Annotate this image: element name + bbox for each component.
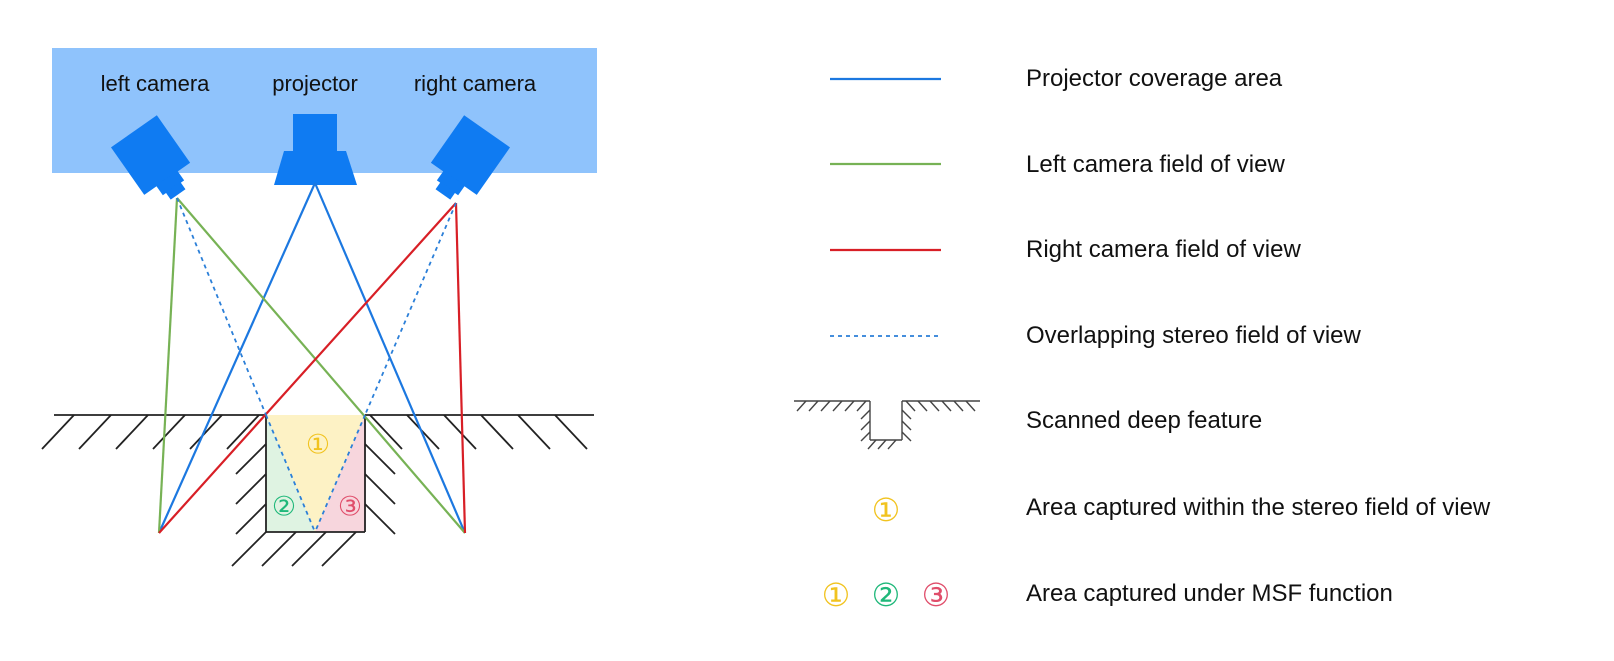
legend-msf-area-3-marker: ③ <box>921 577 951 613</box>
left-camera-icon <box>110 115 191 200</box>
area-2-marker: ② <box>271 491 297 522</box>
legend-stereo-area-label: Area captured within the stereo field of… <box>1026 494 1491 521</box>
area-2-fill <box>266 415 315 532</box>
projector-label: projector <box>272 71 358 96</box>
legend-projector-label: Projector coverage area <box>1026 65 1283 92</box>
right-camera-fov-lines <box>158 202 467 534</box>
projector-icon <box>274 114 357 185</box>
area-1-marker: ① <box>305 429 331 460</box>
right-camera-icon <box>430 115 511 200</box>
left-camera-label: left camera <box>100 71 210 96</box>
legend-left-camera-label: Left camera field of view <box>1026 151 1285 178</box>
legend-overlap-label: Overlapping stereo field of view <box>1026 322 1361 349</box>
legend-msf-area-label: Area captured under MSF function <box>1026 580 1393 607</box>
legend-deep-feature-label: Scanned deep feature <box>1026 407 1263 434</box>
right-camera-label: right camera <box>413 71 537 96</box>
legend-right-camera-label: Right camera field of view <box>1026 236 1301 263</box>
legend-deep-feature-swatch <box>794 400 980 450</box>
ground-surface <box>41 414 594 567</box>
area-1-fill <box>266 415 365 532</box>
area-3-marker: ③ <box>337 491 363 522</box>
overlap-fov-lines <box>176 197 457 533</box>
legend-msf-area-2-marker: ② <box>871 577 901 613</box>
legend-msf-area-1-marker: ① <box>821 577 851 613</box>
left-camera-fov-lines <box>157 197 466 534</box>
legend-stereo-area-marker: ① <box>871 492 901 528</box>
area-3-fill <box>315 415 365 532</box>
